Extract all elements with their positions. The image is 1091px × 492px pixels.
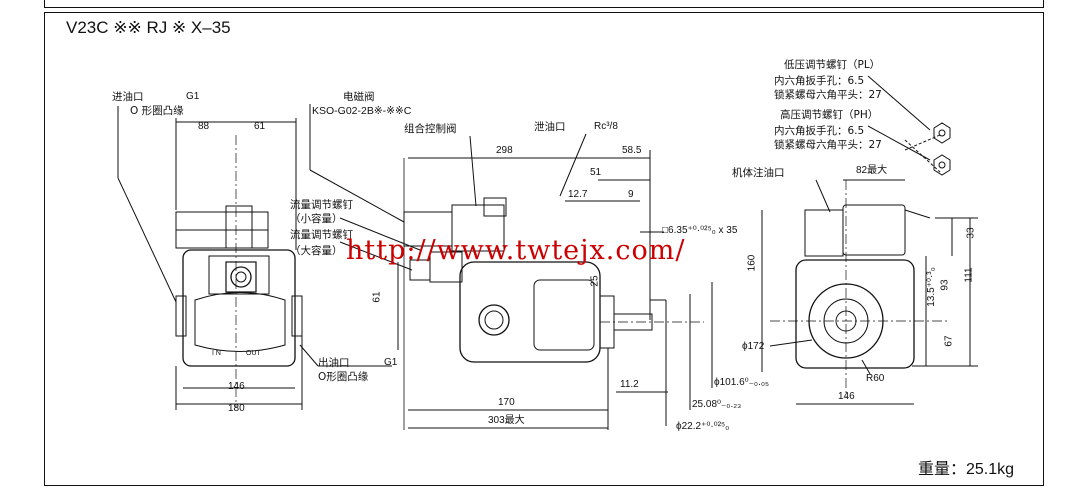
outlet-label: 出油口 — [318, 357, 350, 369]
left-end-view — [117, 106, 392, 410]
drain-label: 泄油口 — [534, 121, 566, 133]
in-mark: I N — [212, 350, 221, 357]
dim-51: 51 — [590, 167, 602, 178]
dim-r60: R60 — [866, 373, 885, 384]
flow-screw-large-label: 流量调节螺钉 — [290, 229, 353, 241]
fill-port-label: 机体注油口 — [732, 167, 785, 179]
high-hex-label: 内六角扳手孔：6.5 — [774, 125, 865, 137]
model-title: V23C ※※ RJ ※ X–35 — [66, 18, 231, 37]
dim-11-2: 11.2 — [620, 379, 639, 390]
high-nut-label: 锁紧螺母六角平头：27 — [774, 139, 882, 151]
outlet-flange-label: O形圈凸缘 — [318, 371, 369, 383]
out-mark: OUT — [246, 350, 261, 357]
flow-small-label: （小容量） — [290, 213, 343, 225]
dim-146b: 146 — [838, 391, 855, 402]
dim-93: 93 — [939, 279, 951, 291]
weight-label: 重量：25.1kg — [918, 461, 1015, 478]
dim-58-5: 58.5 — [622, 145, 642, 156]
dim-25: 25 — [589, 275, 601, 287]
right-end-view — [761, 75, 978, 405]
low-pressure-screw-label: 低压调节螺钉（PL） — [784, 59, 881, 71]
dim-180: 180 — [228, 403, 245, 414]
dim-146a: 146 — [228, 381, 245, 392]
top-border-strip — [44, 0, 1044, 8]
dim-12-7: 12.7 — [568, 189, 588, 200]
solenoid-model: KSO-G02-2B※-※※C — [312, 105, 412, 117]
middle-side-view — [309, 104, 713, 430]
adjust-screw-low — [933, 154, 951, 176]
dim-298: 298 — [496, 145, 513, 156]
dim-13-5: 13.5⁺⁰·³₀ — [925, 267, 937, 307]
dim-160: 160 — [746, 254, 758, 272]
high-pressure-screw-label: 高压调节螺钉（PH） — [780, 109, 879, 121]
dim-33: 33 — [965, 227, 977, 239]
dim-82: 82最大 — [856, 165, 888, 176]
dim-111: 111 — [963, 267, 975, 283]
drawing-frame — [44, 12, 1044, 486]
dim-61b: 61 — [371, 291, 383, 303]
outlet-thread: G1 — [384, 357, 398, 368]
inlet-thread: G1 — [186, 91, 200, 102]
watermark-url: http://www.twtejx.com/ — [346, 235, 686, 266]
low-hex-label: 内六角扳手孔：6.5 — [774, 75, 865, 87]
dim-101-6: ϕ101.6⁰₋₀.₀₅ — [714, 377, 770, 388]
dim-22-2: ϕ22.2⁺⁰·⁰²⁵₀ — [676, 421, 730, 432]
flow-screw-small-label: 流量调节螺钉 — [290, 199, 353, 211]
dim-67: 67 — [943, 335, 955, 347]
solenoid-valve-label: 电磁阀 — [343, 91, 375, 103]
low-nut-label: 锁紧螺母六角平头：27 — [774, 89, 882, 101]
inlet-label: 进油口 — [112, 91, 144, 103]
dim-172: ϕ172 — [742, 341, 765, 352]
inlet-flange-label: O 形圈凸缘 — [130, 105, 184, 117]
dim-303: 303最大 — [488, 415, 525, 426]
dim-9: 9 — [628, 189, 634, 200]
dim-88: 88 — [198, 121, 210, 132]
flow-large-label: （大容量） — [290, 245, 343, 257]
dim-170: 170 — [498, 397, 515, 408]
adjust-screw-high — [933, 122, 951, 144]
dim-key: □6.35⁺⁰·⁰²⁵₀ x 35 — [662, 225, 738, 236]
drain-thread: Rc³/8 — [594, 121, 618, 132]
combo-valve-label: 组合控制阀 — [404, 123, 457, 135]
dim-25-08: 25.08⁰₋₀.₂₃ — [692, 399, 742, 410]
dim-61a: 61 — [254, 121, 266, 132]
